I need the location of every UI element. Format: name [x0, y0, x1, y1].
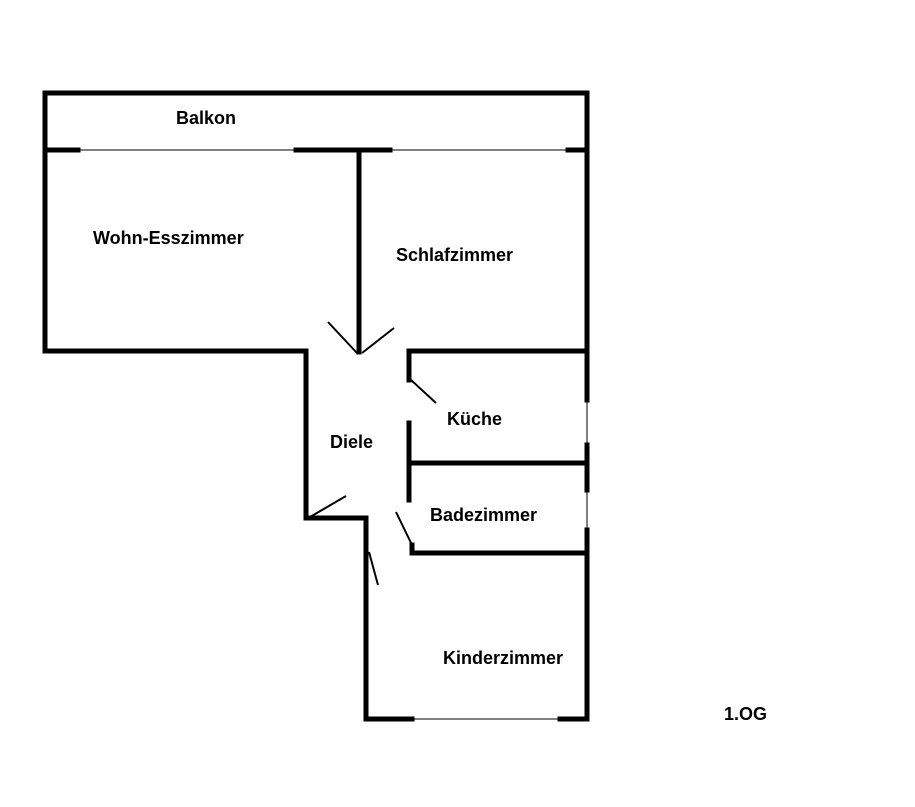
- door-hallway: [309, 495, 347, 518]
- bathroom-walls: [409, 490, 590, 556]
- kitchen-walls: [406, 348, 590, 503]
- door-living-room: [327, 321, 358, 354]
- balkon-label: Balkon: [176, 108, 236, 128]
- door-kids-room: [368, 551, 379, 586]
- floor-label: 1.OG: [724, 704, 767, 724]
- balcony-walls: [42, 90, 590, 153]
- door-kitchen: [410, 379, 437, 404]
- kids-room-walls: [363, 545, 590, 722]
- schlafzimmer-label: Schlafzimmer: [396, 245, 513, 265]
- wohn-esszimmer-label: Wohn-Esszimmer: [93, 228, 244, 248]
- kueche-label: Küche: [447, 409, 502, 429]
- doors: [309, 321, 437, 586]
- badezimmer-label: Badezimmer: [430, 505, 537, 525]
- door-bedroom: [361, 327, 395, 354]
- living-room-walls: [42, 147, 362, 355]
- door-bathroom: [395, 511, 413, 546]
- kinderzimmer-label: Kinderzimmer: [443, 648, 563, 668]
- hallway-walls: [303, 348, 369, 551]
- diele-label: Diele: [330, 432, 373, 452]
